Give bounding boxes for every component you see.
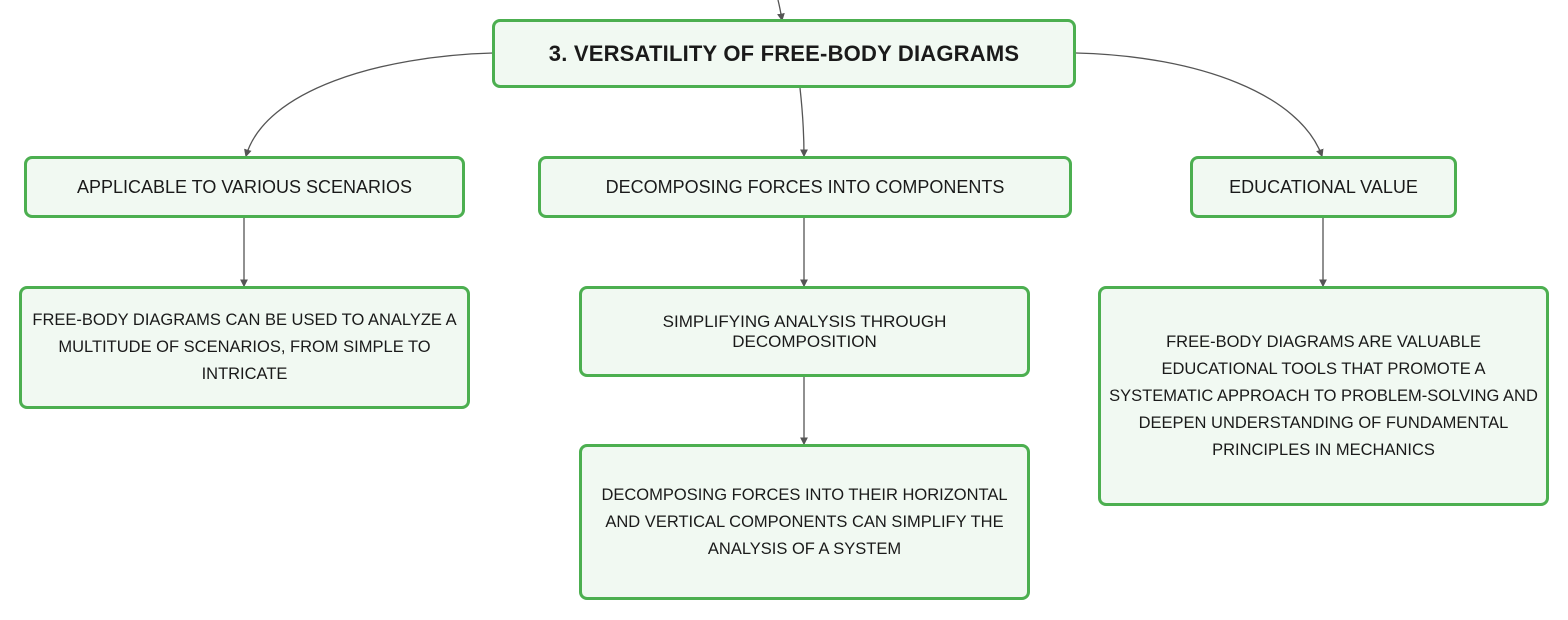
branch-node-label: EDUCATIONAL VALUE [1229,176,1418,197]
leaf-node-scenarios-detail[interactable]: FREE-BODY DIAGRAMS CAN BE USED TO ANALYZ… [19,286,470,409]
root-node[interactable]: 3. VERSATILITY OF FREE-BODY DIAGRAMS [492,19,1076,88]
leaf-node-decomposition-detail[interactable]: DECOMPOSING FORCES INTO THEIR HORIZONTAL… [579,444,1030,600]
connector-root-to-branch-educational [1075,52,1324,158]
subbranch-node-simplifying[interactable]: SIMPLIFYING ANALYSIS THROUGH DECOMPOSITI… [579,286,1030,377]
connector-root-to-branch-scenarios [244,52,494,158]
branch-node-label: DECOMPOSING FORCES INTO COMPONENTS [605,176,1005,197]
branch-node-educational[interactable]: EDUCATIONAL VALUE [1190,156,1457,218]
branch-node-decomposing[interactable]: DECOMPOSING FORCES INTO COMPONENTS [538,156,1072,218]
leaf-node-label: DECOMPOSING FORCES INTO THEIR HORIZONTAL… [601,485,1008,558]
leaf-node-label: FREE-BODY DIAGRAMS CAN BE USED TO ANALYZ… [32,311,457,383]
root-node-label: 3. VERSATILITY OF FREE-BODY DIAGRAMS [548,40,1020,66]
leaf-node-educational-detail[interactable]: FREE-BODY DIAGRAMS ARE VALUABLE EDUCATIO… [1098,286,1549,506]
connector-parent-to-root [777,0,785,22]
connector-root-to-branch-decomposing [799,87,808,158]
leaf-node-label: FREE-BODY DIAGRAMS ARE VALUABLE EDUCATIO… [1109,332,1538,459]
branch-node-label: APPLICABLE TO VARIOUS SCENARIOS [76,176,413,197]
branch-node-scenarios[interactable]: APPLICABLE TO VARIOUS SCENARIOS [24,156,465,218]
subbranch-node-label: SIMPLIFYING ANALYSIS THROUGH DECOMPOSITI… [662,311,947,351]
